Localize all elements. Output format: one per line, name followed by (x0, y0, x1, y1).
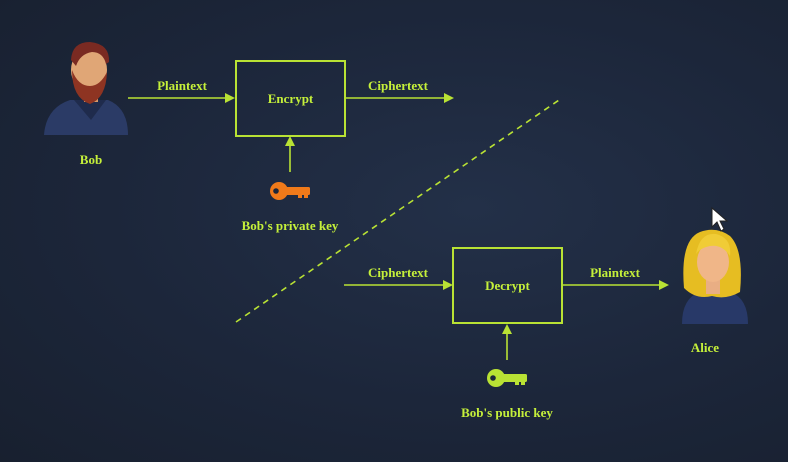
decrypt-output-label: Plaintext (590, 265, 640, 280)
decrypt-box-label: Decrypt (485, 277, 530, 293)
alice-avatar (682, 229, 748, 324)
encrypt-input-label: Plaintext (157, 78, 207, 93)
encrypt-box: Encrypt (235, 60, 346, 137)
encrypt-box-label: Encrypt (267, 90, 314, 106)
private-key-label: Bob's private key (241, 218, 339, 233)
private-key-icon (270, 182, 310, 200)
bob-label: Bob (79, 152, 103, 167)
public-key-icon (487, 369, 527, 387)
decrypt-input-label: Ciphertext (368, 265, 428, 280)
alice-label: Alice (690, 340, 720, 355)
decrypt-box: Decrypt (452, 247, 563, 324)
public-key-label: Bob's public key (461, 405, 553, 420)
mouse-pointer-icon (711, 206, 729, 232)
bob-avatar (44, 42, 128, 135)
encrypt-output-label: Ciphertext (368, 78, 428, 93)
